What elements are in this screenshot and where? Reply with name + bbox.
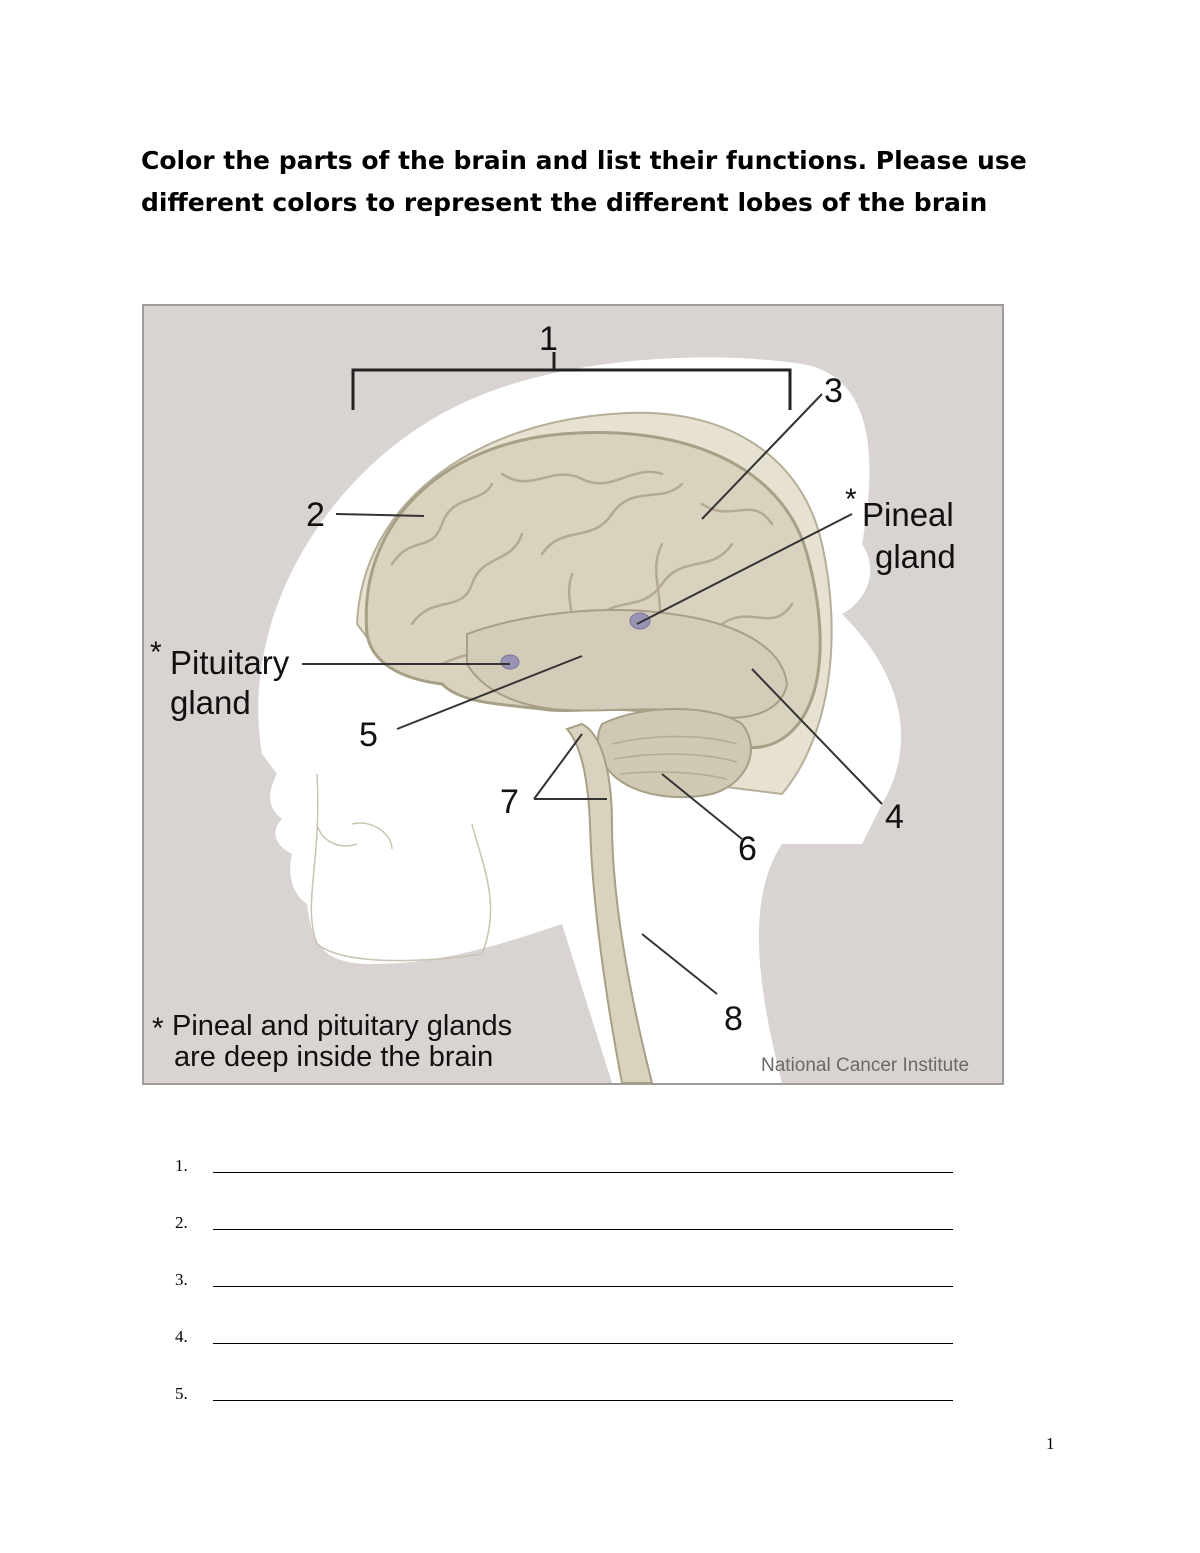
answer-number: 1. <box>175 1156 188 1175</box>
answer-blank[interactable] <box>213 1264 953 1287</box>
label-3: 3 <box>824 372 843 410</box>
answer-list: 1. 2. 3. 4. 5. <box>175 1150 953 1435</box>
answer-number: 2. <box>175 1213 188 1232</box>
footnote-star: * <box>152 1012 164 1045</box>
footnote-line1: Pineal and pituitary glands <box>172 1010 512 1042</box>
figure-credit: National Cancer Institute <box>761 1055 969 1076</box>
footnote-line2: are deep inside the brain <box>174 1041 493 1073</box>
answer-line-2: 2. <box>175 1207 953 1264</box>
skull-outline <box>310 773 492 962</box>
cerebellum <box>596 708 752 799</box>
pineal-label-line2: gland <box>875 538 956 575</box>
pituitary-gland <box>500 654 520 670</box>
pineal-label-line1: Pineal <box>862 496 954 533</box>
temporal-lobe <box>466 609 789 719</box>
label-4: 4 <box>885 798 904 836</box>
label-8: 8 <box>724 1000 743 1038</box>
pineal-label-star: * <box>845 483 857 516</box>
pituitary-label-star: * <box>150 636 162 669</box>
answer-number: 5. <box>175 1384 188 1403</box>
answer-number: 3. <box>175 1270 188 1289</box>
label-5: 5 <box>359 716 378 754</box>
pineal-gland <box>629 612 651 630</box>
label-1-bracket <box>351 352 792 410</box>
pituitary-label-line1: Pituitary <box>170 644 290 681</box>
leader-lines <box>302 393 883 995</box>
answer-blank[interactable] <box>213 1207 953 1230</box>
answer-blank[interactable] <box>213 1150 953 1173</box>
brain-diagram: 1 2 3 4 5 6 7 8 * Pineal gland * Pituita… <box>142 304 1004 1085</box>
page-number: 1 <box>1046 1434 1055 1453</box>
answer-line-3: 3. <box>175 1264 953 1321</box>
label-2: 2 <box>306 496 325 534</box>
answer-line-4: 4. <box>175 1321 953 1378</box>
brain-diagram-svg: 1 2 3 4 5 6 7 8 * Pineal gland * Pituita… <box>142 304 1004 1085</box>
answer-number: 4. <box>175 1327 188 1346</box>
instructions-heading: Color the parts of the brain and list th… <box>141 146 1027 217</box>
answer-line-5: 5. <box>175 1378 953 1435</box>
cerebellum-folds <box>611 735 738 780</box>
answer-blank[interactable] <box>213 1378 953 1401</box>
pituitary-label-line2: gland <box>170 684 251 721</box>
label-7: 7 <box>500 783 519 821</box>
label-6: 6 <box>738 830 757 868</box>
label-1: 1 <box>539 320 558 358</box>
answer-line-1: 1. <box>175 1150 953 1207</box>
answer-blank[interactable] <box>213 1321 953 1344</box>
